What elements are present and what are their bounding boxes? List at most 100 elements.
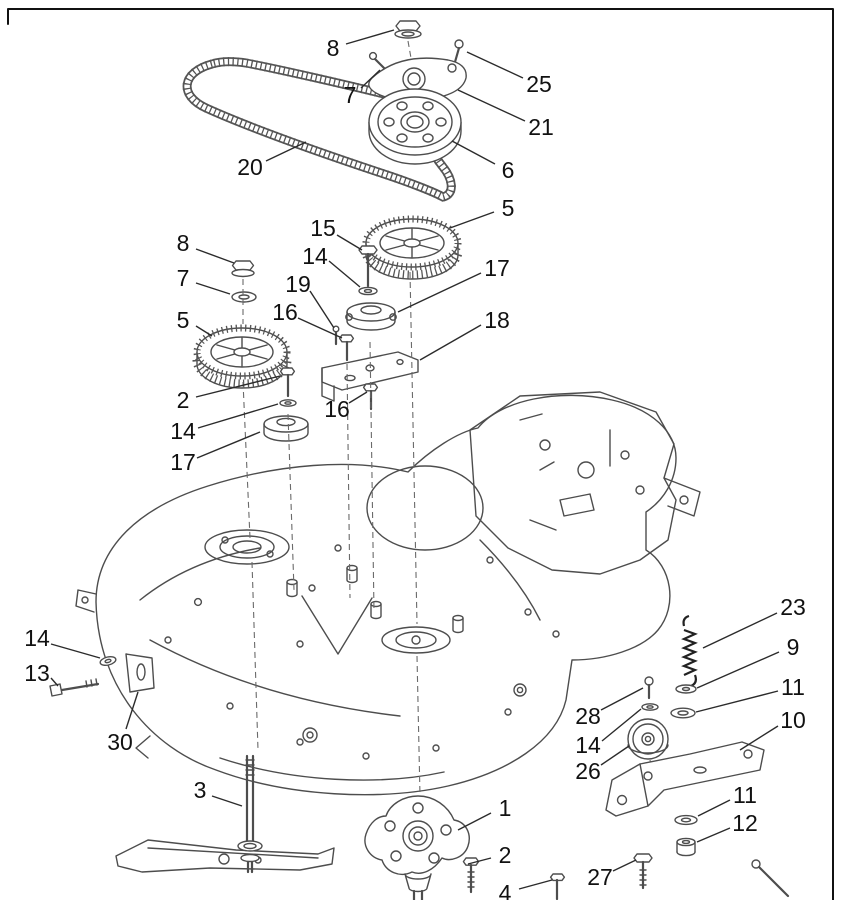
toothed-pulley-5-right bbox=[361, 215, 463, 280]
callout-leader-14-17 bbox=[197, 403, 279, 429]
deck-center-spindle-boss bbox=[381, 626, 451, 654]
bolt-15 bbox=[358, 245, 378, 255]
callout-leader-14-22 bbox=[50, 643, 101, 659]
callout-leader-8-0 bbox=[345, 29, 395, 45]
control-plate-21 bbox=[368, 57, 467, 101]
spindle-assembly-1 bbox=[364, 795, 566, 900]
washer-14-left bbox=[279, 399, 297, 407]
idler-group bbox=[605, 614, 790, 898]
callout-label-21-3: 21 bbox=[528, 114, 554, 140]
bolt-2-bottom bbox=[462, 857, 480, 894]
callout-leader-8-9 bbox=[195, 248, 235, 264]
callout-label-25-1: 25 bbox=[526, 71, 552, 97]
callout-label-6-5: 6 bbox=[502, 157, 515, 183]
page-border bbox=[7, 8, 834, 900]
callout-label-8-0: 8 bbox=[327, 35, 340, 61]
toothed-pulley-5-left bbox=[192, 324, 292, 389]
deck-center-opening bbox=[366, 465, 484, 551]
callout-leader-6-5 bbox=[451, 140, 496, 165]
washer-14-right bbox=[358, 286, 378, 296]
top-fastener-stack bbox=[368, 20, 467, 101]
callout-leader-28-26 bbox=[600, 687, 644, 711]
washer-14-front bbox=[99, 655, 117, 667]
bolt-2-left bbox=[279, 367, 296, 376]
assembly-centerlines bbox=[242, 271, 657, 797]
idler-pulley-26 bbox=[627, 718, 669, 760]
callout-leader-2-32 bbox=[467, 857, 492, 865]
callout-label-1-31: 1 bbox=[499, 795, 512, 821]
callout-label-18-14: 18 bbox=[484, 307, 510, 333]
callout-label-13-24: 13 bbox=[24, 660, 50, 686]
callout-leader-7-2 bbox=[360, 69, 381, 89]
callout-leader-2-16 bbox=[195, 375, 281, 398]
deck-holes bbox=[164, 544, 560, 760]
bolt-13 bbox=[49, 678, 100, 697]
callout-leader-4-36 bbox=[518, 879, 553, 890]
callout-label-7-2: 7 bbox=[344, 82, 357, 108]
deck-left-spindle-boss bbox=[204, 529, 290, 565]
left-fastener-group bbox=[49, 653, 155, 697]
left-spindle-stack bbox=[192, 260, 309, 442]
screw-28 bbox=[644, 676, 654, 686]
callout-leader-5-6 bbox=[449, 211, 495, 229]
callout-leader-13-24 bbox=[50, 677, 59, 687]
callout-leader-26-28 bbox=[600, 745, 630, 766]
callout-leader-19-12 bbox=[309, 290, 335, 329]
washer-7-left bbox=[231, 291, 257, 303]
callout-leader-21-3 bbox=[457, 89, 526, 122]
blade bbox=[115, 839, 335, 873]
callout-label-5-6: 5 bbox=[502, 195, 515, 221]
callout-label-5-15: 5 bbox=[177, 307, 190, 333]
callout-label-9-21: 9 bbox=[787, 634, 800, 660]
extension-spring-23 bbox=[681, 614, 698, 688]
callout-leader-16-13 bbox=[297, 317, 343, 339]
bearing-housing-17-left bbox=[263, 415, 309, 442]
callout-label-14-22: 14 bbox=[24, 625, 50, 651]
callout-label-17-11: 17 bbox=[484, 255, 510, 281]
plate-30 bbox=[125, 653, 155, 693]
callout-label-14-17: 14 bbox=[170, 418, 196, 444]
callout-label-28-26: 28 bbox=[575, 703, 601, 729]
drive-belt bbox=[182, 57, 456, 202]
callout-label-23-20: 23 bbox=[780, 594, 806, 620]
bolt-4 bbox=[549, 873, 566, 900]
callout-leader-11-33 bbox=[697, 799, 731, 817]
callout-label-10-25: 10 bbox=[780, 707, 806, 733]
spindle-shaft-3 bbox=[237, 754, 263, 874]
pin-7-top bbox=[368, 51, 378, 61]
callout-leader-15-7 bbox=[336, 234, 363, 251]
callout-leader-27-35 bbox=[612, 859, 637, 872]
washer-11-lower bbox=[674, 814, 698, 826]
rear-frame bbox=[469, 391, 701, 575]
callout-leader-17-11 bbox=[397, 272, 482, 313]
callout-leader-3-30 bbox=[211, 795, 243, 807]
bearing-housing-17-right bbox=[345, 302, 397, 331]
callout-label-11-33: 11 bbox=[733, 782, 757, 808]
callout-leader-20-4 bbox=[265, 141, 307, 162]
callout-label-14-27: 14 bbox=[575, 732, 601, 758]
callout-leader-16-18 bbox=[348, 391, 368, 404]
callout-leader-5-15 bbox=[195, 325, 213, 337]
callout-label-30-29: 30 bbox=[107, 729, 133, 755]
callout-label-2-32: 2 bbox=[499, 842, 512, 868]
callout-leader-18-14 bbox=[419, 324, 482, 361]
deck-studs bbox=[286, 564, 464, 634]
callout-label-15-7: 15 bbox=[310, 215, 336, 241]
callout-leader-11-23 bbox=[695, 690, 779, 713]
callout-leader-14-8 bbox=[328, 260, 361, 288]
callout-label-7-10: 7 bbox=[177, 265, 190, 291]
callout-leader-12-34 bbox=[696, 827, 731, 843]
callout-leader-25-1 bbox=[466, 51, 524, 79]
callout-label-14-8: 14 bbox=[302, 243, 328, 269]
callout-label-20-4: 20 bbox=[237, 154, 263, 180]
idler-arm-bracket-10 bbox=[605, 741, 765, 817]
callout-leader-30-29 bbox=[125, 691, 139, 730]
callout-label-26-28: 26 bbox=[575, 758, 601, 784]
callout-label-16-18: 16 bbox=[324, 396, 350, 422]
callout-leader-23-20 bbox=[702, 612, 778, 649]
callout-label-3-30: 3 bbox=[194, 777, 207, 803]
callout-leader-1-31 bbox=[457, 812, 492, 831]
callout-label-27-35: 27 bbox=[587, 864, 613, 890]
